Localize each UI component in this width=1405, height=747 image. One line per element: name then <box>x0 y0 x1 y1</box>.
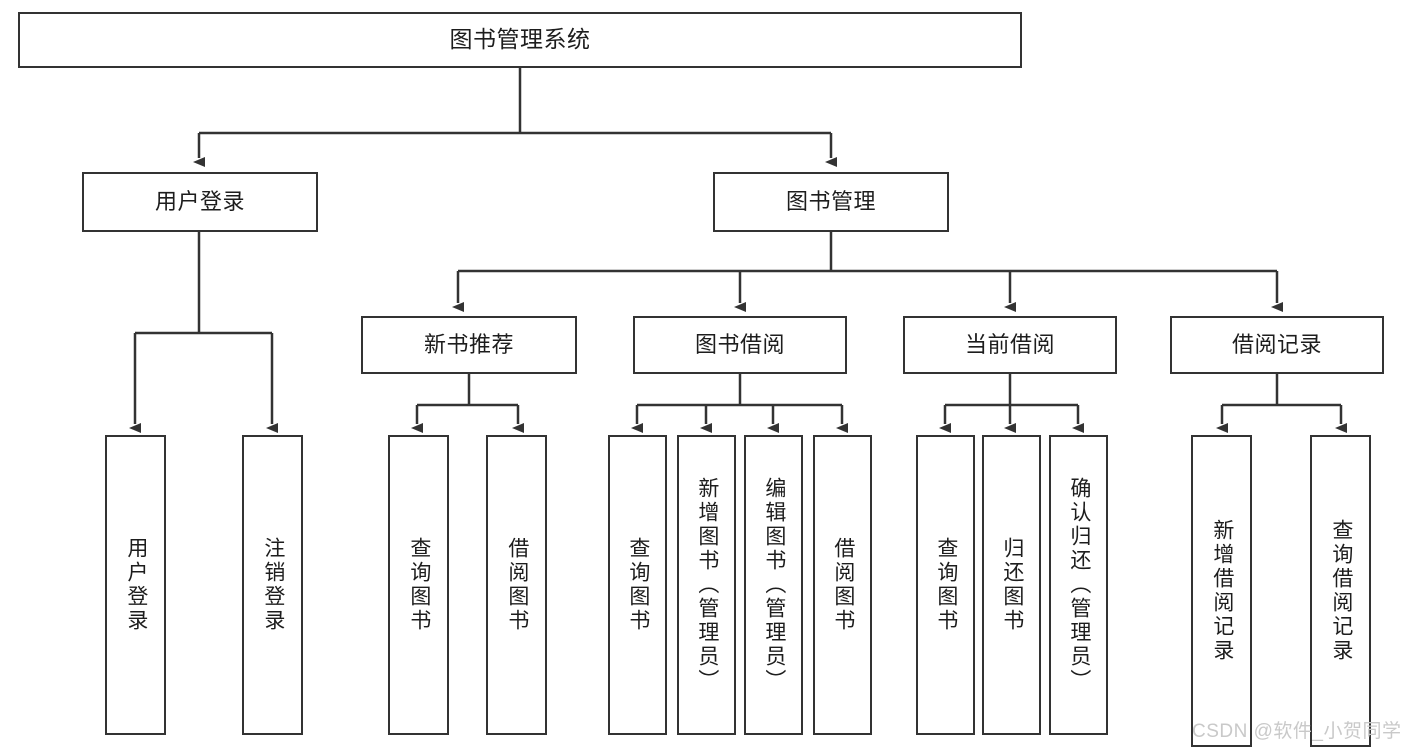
node-label: 借阅图书 <box>831 537 855 633</box>
node-label: 新书推荐 <box>423 332 514 358</box>
node-label: 查询图书 <box>407 537 431 633</box>
node-label: 归还图书 <box>1000 537 1024 633</box>
node-label: 用户登录 <box>154 189 245 215</box>
node-label: 借阅图书 <box>505 537 529 633</box>
leaf-recommend-query-book[interactable]: 查询图书 <box>388 435 449 735</box>
node-book-borrow[interactable]: 图书借阅 <box>633 316 847 374</box>
node-label: 图书管理 <box>785 189 876 215</box>
node-label: 新增图书（管理员） <box>695 477 719 693</box>
leaf-borrow-add-book-admin[interactable]: 新增图书（管理员） <box>677 435 736 735</box>
node-new-book-recommend[interactable]: 新书推荐 <box>361 316 577 374</box>
node-label: 查询借阅记录 <box>1329 519 1353 663</box>
node-label: 图书管理系统 <box>449 26 591 53</box>
leaf-current-confirm-return-admin[interactable]: 确认归还（管理员） <box>1049 435 1108 735</box>
node-label: 注销登录 <box>261 537 285 633</box>
leaf-record-add-record[interactable]: 新增借阅记录 <box>1191 435 1252 747</box>
leaf-user-login-logout[interactable]: 注销登录 <box>242 435 303 735</box>
node-label: 确认归还（管理员） <box>1067 477 1091 693</box>
leaf-record-query-record[interactable]: 查询借阅记录 <box>1310 435 1371 747</box>
node-book-management[interactable]: 图书管理 <box>713 172 949 232</box>
node-borrow-record[interactable]: 借阅记录 <box>1170 316 1384 374</box>
leaf-current-query-book[interactable]: 查询图书 <box>916 435 975 735</box>
node-label: 借阅记录 <box>1231 332 1322 358</box>
node-current-borrow[interactable]: 当前借阅 <box>903 316 1117 374</box>
node-label: 查询图书 <box>934 537 958 633</box>
leaf-current-return-book[interactable]: 归还图书 <box>982 435 1041 735</box>
leaf-user-login-login[interactable]: 用户登录 <box>105 435 166 735</box>
leaf-recommend-borrow-book[interactable]: 借阅图书 <box>486 435 547 735</box>
node-label: 新增借阅记录 <box>1210 519 1234 663</box>
node-root-system[interactable]: 图书管理系统 <box>18 12 1022 68</box>
node-user-login[interactable]: 用户登录 <box>82 172 318 232</box>
node-label: 当前借阅 <box>964 332 1055 358</box>
node-label: 查询图书 <box>626 537 650 633</box>
node-label: 编辑图书（管理员） <box>762 477 786 693</box>
leaf-borrow-query-book[interactable]: 查询图书 <box>608 435 667 735</box>
leaf-borrow-borrow-book[interactable]: 借阅图书 <box>813 435 872 735</box>
node-label: 图书借阅 <box>694 332 785 358</box>
leaf-borrow-edit-book-admin[interactable]: 编辑图书（管理员） <box>744 435 803 735</box>
node-label: 用户登录 <box>124 537 148 633</box>
